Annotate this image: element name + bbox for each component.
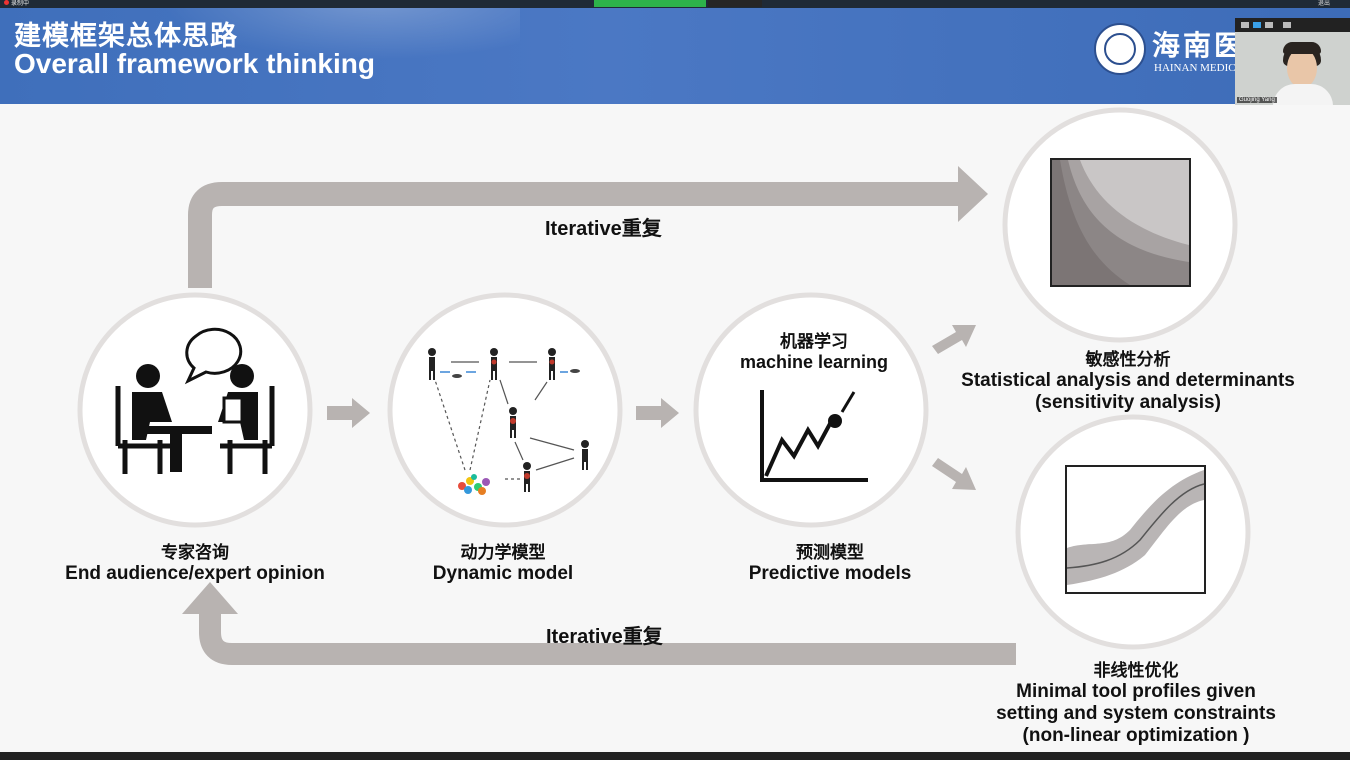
nonlinear-label-en-2: setting and system constraints [996,703,1276,724]
logo-text-en: HAINAN MEDICA [1154,62,1244,74]
dynamic-label-en: Dynamic model [432,563,574,584]
minimize-icon[interactable] [1241,22,1249,28]
grid-view-icon[interactable] [1283,22,1291,28]
dynamic-circle [387,292,623,528]
expert-label-cn: 专家咨询 [161,543,229,562]
stop-share-button[interactable] [708,0,762,7]
optimization-curve-icon [1065,465,1206,594]
slide-header: 建模框架总体思路 Overall framework thinking 海南医 … [0,0,1350,104]
record-dot-icon [4,0,9,5]
participant-fringe [1283,42,1321,54]
participant-video[interactable]: Guojing Yang [1235,18,1350,105]
slide-title-en: Overall framework thinking [14,48,375,79]
recording-indicator: 录制中 [4,0,29,8]
expert-label-en: End audience/expert opinion [65,563,325,584]
dynamic-label: 动力学模型 Dynamic model [380,538,626,585]
nonlinear-label: 非线性优化 Minimal tool profiles given settin… [976,656,1296,747]
iterative-top-arrow [188,182,960,288]
ml-label-en: machine learning [739,352,889,372]
participant-body [1273,84,1333,105]
sharing-status-bar[interactable] [594,0,706,7]
sensitivity-label-en-2: (sensitivity analysis) [1035,392,1221,413]
sensitivity-label: 敏感性分析 Statistical analysis and determina… [940,345,1316,414]
iterative-bottom-label: Iterative重复 [546,626,663,648]
flow-arrow-1 [327,398,370,428]
recording-label: 录制中 [11,1,30,7]
ml-label-cn: 机器学习 [780,332,848,351]
nonlinear-label-en-3: (non-linear optimization ) [1022,725,1250,746]
expert-circle [77,292,313,528]
dynamic-label-cn: 动力学模型 [460,543,546,562]
flow-arrow-down [932,458,976,490]
conversation-icon [115,327,275,474]
iterative-top-arrowhead [958,166,988,222]
speaker-view-icon[interactable] [1265,22,1273,28]
flow-arrow-up [932,325,976,354]
transmission-network-icon [428,348,589,495]
trend-chart-icon [760,390,868,482]
iterative-top-label: Iterative重复 [545,218,662,240]
video-controls [1235,18,1350,32]
header-decoration [160,0,520,60]
ml-label: 机器学习 machine learning [700,327,928,373]
screen-bottom-edge [0,752,1350,760]
slide-title-cn: 建模框架总体思路 [14,21,238,51]
expert-label: 专家咨询 End audience/expert opinion [45,538,345,585]
participant-name: Guojing Yang [1237,97,1277,103]
predictive-label-en: Predictive models [748,563,912,584]
layout-icon[interactable] [1253,22,1261,28]
exit-button[interactable]: 退出 [1318,1,1331,7]
nonlinear-label-cn: 非线性优化 [1093,661,1179,680]
sensitivity-label-en-1: Statistical analysis and determinants [961,370,1295,391]
university-seal-icon [1094,23,1146,75]
ml-circle [693,292,929,528]
predictive-label-cn: 预测模型 [796,543,864,562]
logo-text-cn: 海南医 [1152,29,1246,62]
sensitivity-plot-icon [1050,158,1191,287]
participant-face [1287,48,1317,88]
iterative-bottom-arrow [199,612,1016,665]
meeting-toolbar: 录制中 退出 [0,0,1350,8]
iterative-bottom-arrowhead [182,582,238,614]
flow-arrow-2 [636,398,679,428]
nonlinear-label-en-1: Minimal tool profiles given [1016,681,1256,702]
predictive-label: 预测模型 Predictive models [710,538,950,585]
sensitivity-label-cn: 敏感性分析 [1085,350,1171,369]
